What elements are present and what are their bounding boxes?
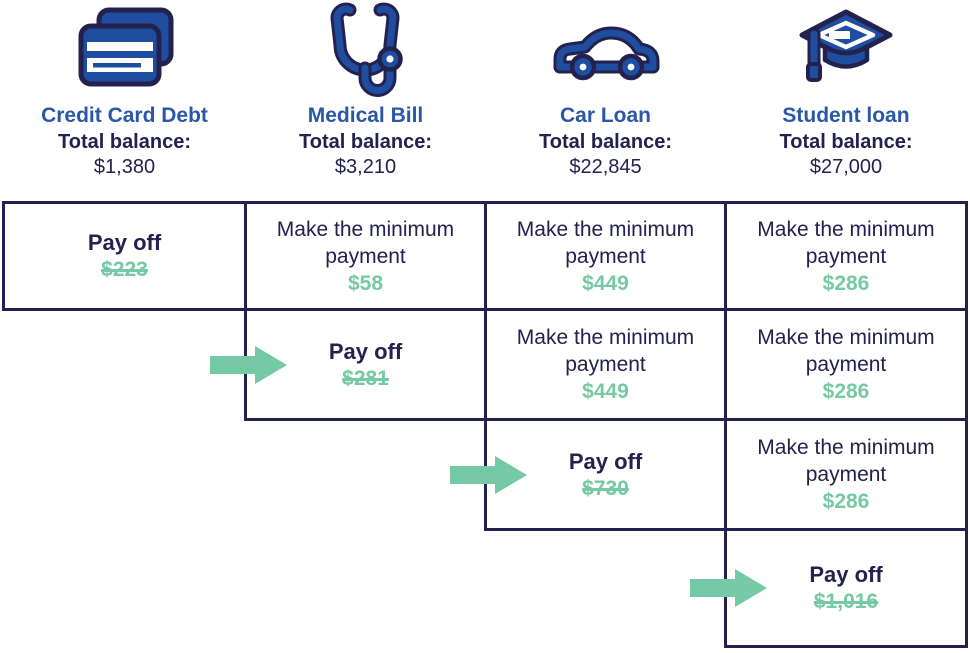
- balance-value: $22,845: [569, 156, 642, 178]
- credit-cards-icon: [2, 0, 247, 104]
- graduation-cap-icon: [724, 0, 968, 104]
- debt-column-credit-card: Credit Card Debt Total balance: $1,380: [2, 0, 247, 198]
- minimum-payment-cell: Make the minimum payment $58: [244, 201, 487, 311]
- debt-column-car-loan: Car Loan Total balance: $22,845: [484, 0, 727, 198]
- cell-label: Make the minimum payment: [757, 326, 935, 376]
- balance-value: $1,380: [93, 156, 156, 178]
- cell-label: Make the minimum payment: [276, 217, 455, 268]
- cell-label: Make the minimum payment: [516, 326, 695, 376]
- arrow-icon: [690, 568, 768, 608]
- cell-label: Pay off: [87, 230, 162, 255]
- minimum-payment-cell: Make the minimum payment $286: [724, 308, 968, 421]
- debt-column-medical-bill: Medical Bill Total balance: $3,210: [244, 0, 487, 198]
- cell-amount: $58: [347, 271, 384, 295]
- cell-label: Make the minimum payment: [516, 217, 695, 268]
- debt-title: Credit Card Debt: [41, 104, 208, 127]
- payoff-cell: Pay off $223: [2, 201, 247, 311]
- minimum-payment-cell: Make the minimum payment $449: [484, 308, 727, 421]
- stethoscope-icon: [244, 0, 487, 104]
- arrow-icon: [450, 455, 528, 495]
- arrow-icon: [210, 345, 288, 385]
- cell-amount: $730: [582, 476, 629, 500]
- minimum-payment-cell: Make the minimum payment $449: [484, 201, 727, 311]
- car-icon: [484, 0, 727, 104]
- cell-amount: $286: [822, 490, 870, 513]
- debt-title: Medical Bill: [307, 104, 424, 127]
- debt-title: Car Loan: [559, 104, 651, 127]
- balance-label: Total balance:: [779, 131, 913, 153]
- balance-label: Total balance:: [299, 131, 432, 153]
- cell-amount: $286: [822, 271, 870, 295]
- balance-value: $3,210: [334, 156, 397, 178]
- cell-amount: $449: [582, 271, 629, 295]
- balance-label: Total balance:: [58, 131, 191, 153]
- debt-column-student-loan: Student loan Total balance: $27,000: [724, 0, 968, 198]
- cell-label: Make the minimum payment: [757, 436, 935, 486]
- cell-amount: $281: [342, 366, 389, 390]
- cell-amount: $1,016: [813, 590, 879, 613]
- cell-label: Pay off: [568, 448, 643, 474]
- debt-title: Student loan: [782, 104, 910, 127]
- cell-amount: $223: [101, 258, 148, 281]
- minimum-payment-cell: Make the minimum payment $286: [724, 201, 968, 311]
- cell-label: Pay off: [328, 338, 403, 364]
- cell-label: Make the minimum payment: [757, 217, 935, 268]
- balance-value: $27,000: [809, 156, 883, 178]
- balance-label: Total balance:: [539, 131, 672, 153]
- cell-amount: $286: [822, 380, 870, 403]
- cell-amount: $449: [582, 380, 629, 403]
- minimum-payment-cell: Make the minimum payment $286: [724, 418, 968, 531]
- cell-label: Pay off: [809, 562, 883, 587]
